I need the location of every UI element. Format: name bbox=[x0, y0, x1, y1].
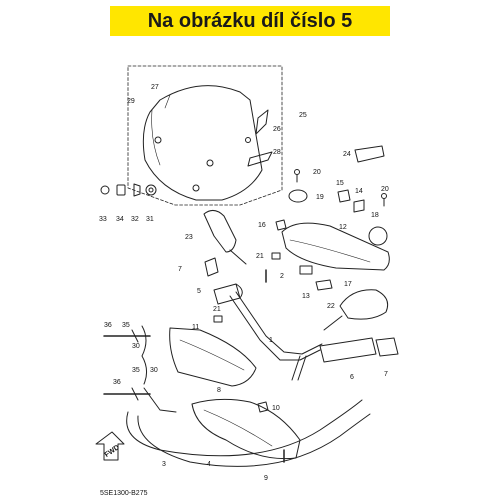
part-label: 10 bbox=[272, 405, 280, 412]
part-label: 30 bbox=[132, 343, 140, 350]
handlebar-cover bbox=[281, 222, 390, 271]
part-label: 29 bbox=[127, 98, 135, 105]
cable bbox=[126, 399, 371, 467]
part-label: 21 bbox=[213, 306, 221, 313]
part-label: 25 bbox=[299, 112, 307, 119]
part-label: 16 bbox=[258, 222, 266, 229]
left-grip bbox=[213, 283, 243, 305]
part-label: 8 bbox=[217, 387, 221, 394]
part-label: 5 bbox=[197, 288, 201, 295]
part-label: 20 bbox=[381, 186, 389, 193]
bolt-icon bbox=[103, 325, 177, 413]
part-label: 31 bbox=[146, 216, 154, 223]
part-label: 35 bbox=[132, 367, 140, 374]
part-label: 18 bbox=[371, 212, 379, 219]
lower-cover bbox=[191, 398, 301, 460]
fwd-arrow-icon bbox=[95, 431, 125, 461]
handlebar bbox=[229, 291, 323, 381]
part-label: 36 bbox=[104, 322, 112, 329]
part-label: 30 bbox=[150, 367, 158, 374]
part-14-clip bbox=[353, 199, 365, 213]
part-label: 28 bbox=[273, 149, 281, 156]
part-label: 34 bbox=[116, 216, 124, 223]
part-label: 23 bbox=[185, 234, 193, 241]
right-grip bbox=[319, 337, 399, 363]
part-15-clip bbox=[337, 189, 351, 203]
part-label: 4 bbox=[207, 461, 211, 468]
part-labels: 27 29 25 26 28 24 20 20 15 14 19 18 33 3… bbox=[99, 84, 389, 482]
windshield-group bbox=[127, 65, 283, 206]
diagram-code: 5SE1300-B275 bbox=[100, 490, 148, 497]
part-label: 12 bbox=[339, 224, 347, 231]
part-label: 35 bbox=[122, 322, 130, 329]
front-cover bbox=[169, 327, 257, 387]
left-mirror bbox=[203, 210, 247, 265]
part-label: 2 bbox=[280, 273, 284, 280]
part-19-cap bbox=[288, 189, 308, 203]
part-label: 11 bbox=[192, 324, 199, 331]
part-label: 7 bbox=[178, 266, 182, 273]
part-label: 19 bbox=[316, 194, 324, 201]
part-label: 27 bbox=[151, 84, 159, 91]
screw-icon bbox=[294, 169, 387, 207]
part-24-strip bbox=[354, 145, 385, 163]
header-banner: Na obrázku díl číslo 5 bbox=[110, 6, 390, 36]
part-label: 32 bbox=[131, 216, 139, 223]
part-label: 20 bbox=[313, 169, 321, 176]
part-label: 7 bbox=[384, 371, 388, 378]
part-label: 3 bbox=[162, 461, 166, 468]
part-label: 33 bbox=[99, 216, 107, 223]
part-label: 13 bbox=[302, 293, 310, 300]
part-label: 26 bbox=[273, 126, 281, 133]
header-title: Na obrázku díl číslo 5 bbox=[147, 9, 353, 32]
part-label: 22 bbox=[327, 303, 335, 310]
part-label: 1 bbox=[269, 337, 273, 344]
part-label: 9 bbox=[264, 475, 268, 482]
part-label: 24 bbox=[343, 151, 351, 158]
right-mirror bbox=[323, 289, 389, 331]
part-label: 15 bbox=[336, 180, 344, 187]
part-label: 17 bbox=[344, 281, 352, 288]
part-label: 6 bbox=[350, 374, 354, 381]
part-label: 21 bbox=[256, 253, 264, 260]
part-18-cover bbox=[368, 226, 388, 246]
part-label: 36 bbox=[113, 379, 121, 386]
mounting-hardware bbox=[100, 183, 157, 197]
part-label: 14 bbox=[355, 188, 363, 195]
